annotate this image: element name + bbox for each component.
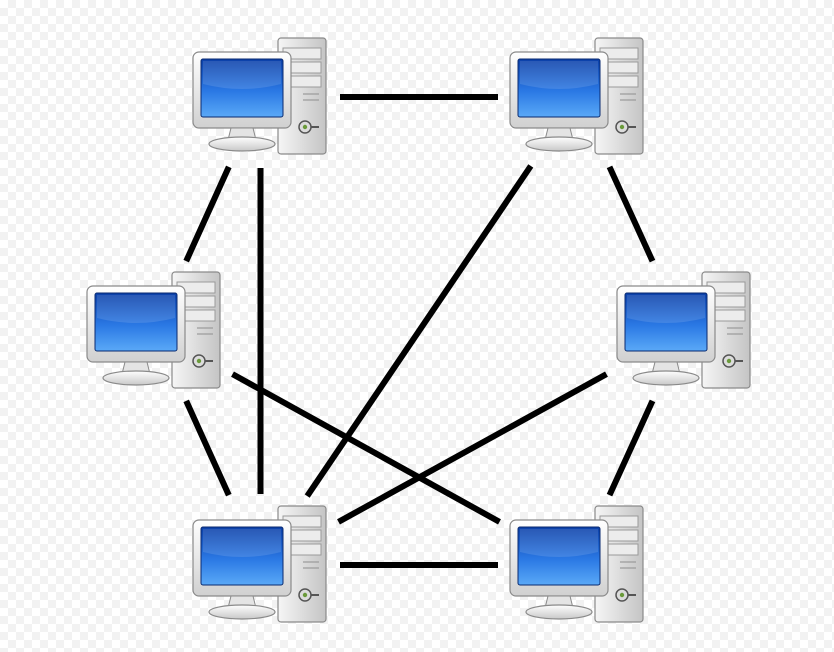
node-bottom-right-desktop-computer-icon <box>509 505 644 623</box>
monitor <box>616 285 716 386</box>
monitor <box>86 285 186 386</box>
link-middle-right-to-bottom-left <box>337 371 608 525</box>
node-top-left-desktop-computer-icon <box>192 37 327 155</box>
link-middle-left-to-bottom-left <box>183 399 232 497</box>
link-top-left-to-middle-left <box>183 165 232 263</box>
link-middle-left-to-bottom-right <box>231 371 501 525</box>
links-layer <box>183 94 656 568</box>
monitor <box>509 51 609 152</box>
monitor <box>509 519 609 620</box>
node-top-right-desktop-computer-icon <box>509 37 644 155</box>
monitor <box>192 51 292 152</box>
monitor <box>192 519 292 620</box>
link-top-right-to-bottom-left <box>304 164 534 498</box>
node-bottom-left-desktop-computer-icon <box>192 505 327 623</box>
nodes-layer <box>86 37 751 623</box>
link-top-right-to-middle-right <box>606 165 656 263</box>
node-middle-left-desktop-computer-icon <box>86 271 221 389</box>
link-middle-right-to-bottom-right <box>606 399 656 497</box>
node-middle-right-desktop-computer-icon <box>616 271 751 389</box>
